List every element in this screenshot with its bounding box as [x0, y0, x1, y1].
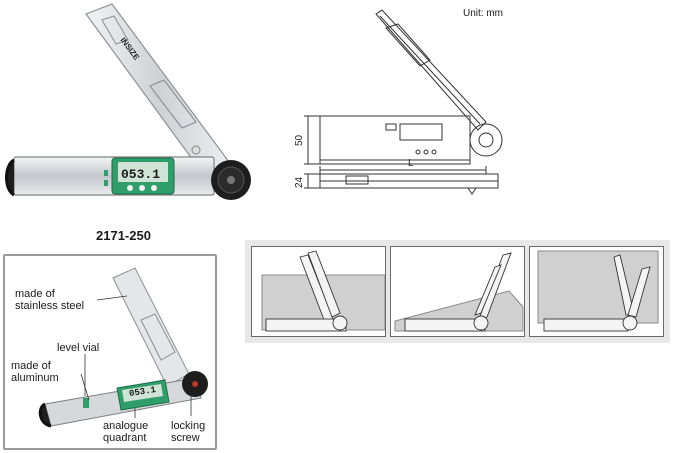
callout-quadrant: analogue quadrant: [103, 420, 149, 444]
unit-label: Unit: mm: [463, 8, 503, 19]
usage-panel-bevel-check: [390, 246, 525, 337]
aluminum-beam: [5, 156, 215, 197]
dim-thickness: 24: [294, 176, 305, 188]
feature-callout-box: made of stainless steel level vial made …: [3, 254, 217, 450]
usage-panel-inside-corner: [251, 246, 386, 337]
technical-drawing: 50 L 24: [290, 8, 520, 198]
usage-panel-wall-angle: [529, 246, 664, 337]
stainless-arm: [85, 3, 233, 179]
callout-screw: locking screw: [171, 420, 206, 444]
product-photo: 053.1 INSIZE: [0, 0, 260, 215]
dim-length: L: [408, 158, 414, 169]
callout-vial: level vial: [57, 342, 100, 354]
display-reading: 053.1: [121, 167, 160, 182]
digital-display: [111, 157, 175, 195]
dim-height: 50: [294, 134, 305, 146]
model-number: 2171-250: [96, 228, 151, 243]
usage-examples: [245, 240, 670, 343]
callout-aluminum: made of aluminum: [11, 360, 59, 384]
callout-stainless: made of stainless steel: [15, 288, 85, 312]
locking-knob: [191, 145, 251, 200]
